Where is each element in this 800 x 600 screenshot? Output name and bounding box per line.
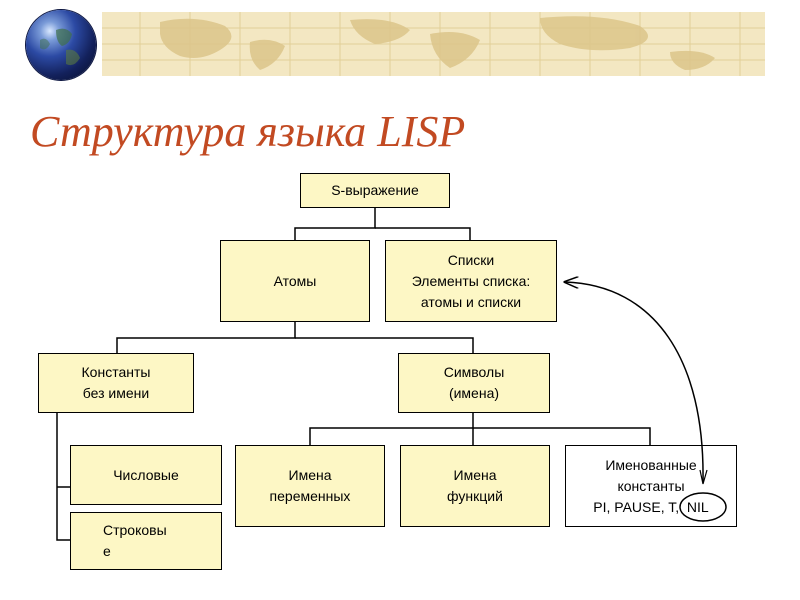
node-numeric: Числовые: [70, 445, 222, 505]
node-lists-line-3: атомы и списки: [420, 293, 522, 310]
node-s-expression: S-выражение: [300, 173, 450, 208]
node-named-constants-line-2: константы: [617, 477, 685, 494]
node-lists-line-2: Элементы списка:: [411, 272, 531, 289]
node-strings-line-2: е: [103, 543, 111, 559]
node-function-names-line-2: функций: [447, 488, 503, 504]
node-symbols: Символы (имена): [398, 353, 550, 413]
nil-highlight-circle: [679, 492, 727, 522]
node-constants-line-2: без имени: [82, 385, 150, 401]
header-banner: [100, 12, 765, 76]
node-s-expression-label: S-выражение: [331, 182, 419, 198]
node-constants: Константы без имени: [38, 353, 194, 413]
node-named-constants: Именованные константы PI, PAUSE, T, NIL: [565, 445, 737, 527]
node-named-constants-line-3: PI, PAUSE, T, NIL: [593, 498, 709, 515]
node-atoms-label: Атомы: [273, 272, 317, 289]
node-function-names-line-1: Имена: [453, 467, 497, 483]
node-variable-names-line-1: Имена: [288, 467, 332, 483]
nil-to-lists-arrow: [565, 282, 704, 483]
node-strings: Строковы е: [70, 512, 222, 570]
page-title: Структура языка LISP: [30, 107, 466, 156]
world-map-pattern: [100, 12, 765, 76]
node-symbols-line-2: (имена): [448, 385, 500, 401]
node-named-constants-line-1: Именованные: [605, 456, 697, 473]
node-strings-line-1: Строковы: [103, 522, 167, 538]
node-variable-names-line-2: переменных: [269, 488, 351, 504]
node-constants-line-1: Константы: [81, 364, 151, 380]
globe-continents: [26, 10, 96, 80]
node-lists: Списки Элементы списка: атомы и списки: [385, 240, 557, 322]
node-symbols-line-1: Символы: [443, 364, 505, 380]
node-atoms: Атомы: [220, 240, 370, 322]
node-numeric-label: Числовые: [113, 466, 179, 483]
node-variable-names: Имена переменных: [235, 445, 385, 527]
node-lists-line-1: Списки: [447, 251, 495, 268]
node-function-names: Имена функций: [400, 445, 550, 527]
